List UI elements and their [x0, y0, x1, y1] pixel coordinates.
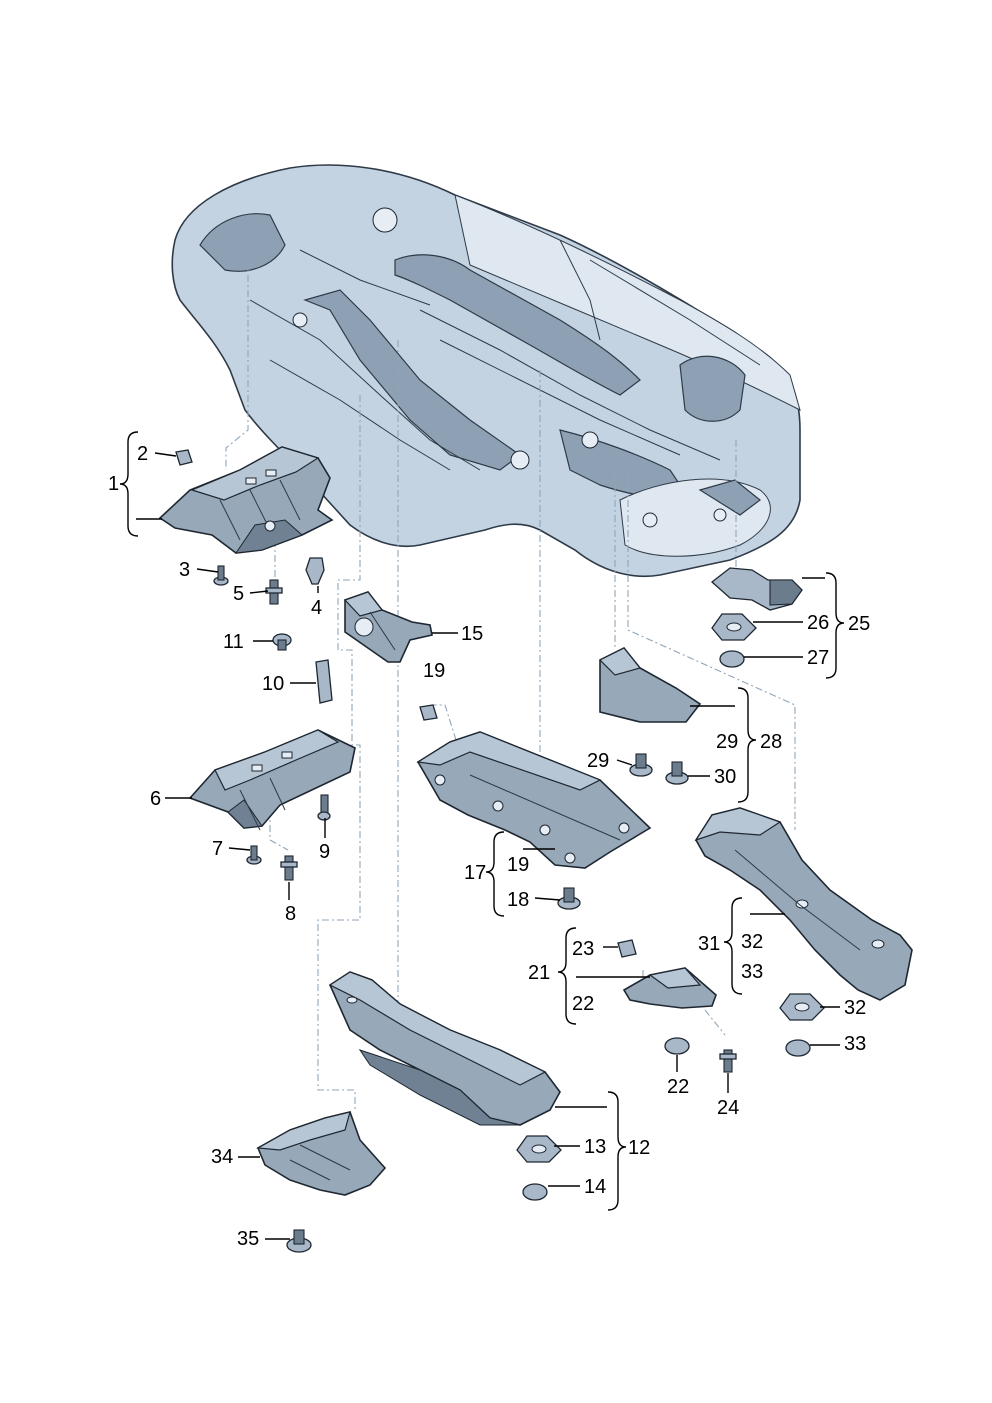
dashed-leaders [225, 230, 796, 1110]
callout-33: 33 [844, 1033, 866, 1055]
retainer-26 [711, 613, 757, 641]
callout-18: 18 [507, 889, 529, 911]
nut-35 [286, 1229, 312, 1253]
callout-10: 10 [262, 673, 284, 695]
callout-26: 26 [807, 612, 829, 634]
callout-2: 2 [137, 443, 148, 465]
brace-group-12 [607, 1091, 627, 1211]
heat-shield-15 [343, 591, 433, 663]
bolt-8 [280, 855, 298, 881]
washer-22 [664, 1037, 690, 1055]
callout-22-group: 22 [572, 993, 594, 1015]
expanding-clip-4 [305, 557, 325, 585]
callout-labels: 1 2 3 4 5 6 7 8 9 10 11 12 13 14 15 17 1… [108, 443, 870, 1250]
callout-19-lower: 19 [507, 854, 529, 876]
leader-lines [136, 452, 840, 1240]
callout-6: 6 [150, 788, 161, 810]
bolt-24 [719, 1049, 737, 1073]
brace-group-28 [737, 687, 757, 803]
callout-1: 1 [108, 473, 119, 495]
callout-29: 29 [587, 750, 609, 772]
front-underbody-guard-1 [158, 446, 334, 554]
rear-shield-28 [598, 646, 702, 723]
callout-12: 12 [628, 1137, 650, 1159]
bolt-9 [317, 794, 331, 821]
callout-3: 3 [179, 559, 190, 581]
callout-25: 25 [848, 613, 870, 635]
vehicle-underbody [171, 164, 801, 578]
callout-27: 27 [807, 647, 829, 669]
side-shield-12 [328, 971, 561, 1126]
bracket-25 [710, 567, 803, 611]
callout-31: 31 [698, 933, 720, 955]
brace-group-1 [119, 431, 139, 537]
callout-14: 14 [584, 1176, 606, 1198]
callout-8: 8 [285, 903, 296, 925]
clip-19 [419, 704, 438, 721]
shield-21 [622, 967, 717, 1009]
rear-long-shield-31 [694, 807, 913, 1001]
callout-35: 35 [237, 1228, 259, 1250]
callout-7: 7 [212, 838, 223, 860]
callout-33-group: 33 [741, 961, 763, 983]
callout-5: 5 [233, 583, 244, 605]
bolt-11 [272, 633, 292, 651]
callout-24: 24 [717, 1097, 739, 1119]
callout-22: 22 [667, 1076, 689, 1098]
washer-33 [785, 1039, 811, 1057]
nut-30 [665, 761, 689, 785]
washer-14 [522, 1183, 548, 1201]
callout-13: 13 [584, 1136, 606, 1158]
spacer-10 [315, 659, 333, 704]
tunnel-shield-17 [416, 731, 652, 869]
callout-17: 17 [464, 862, 486, 884]
callout-30: 30 [714, 766, 736, 788]
callout-32-group: 32 [741, 931, 763, 953]
clip-23 [617, 939, 637, 958]
screw-3 [213, 565, 229, 586]
grouping-braces [119, 431, 845, 1211]
rear-guard-34 [256, 1111, 387, 1196]
callout-32: 32 [844, 997, 866, 1019]
clip-2 [175, 449, 193, 466]
nut-29 [629, 753, 653, 777]
callout-34: 34 [211, 1146, 233, 1168]
brace-group-21 [557, 927, 577, 1025]
callout-28: 28 [760, 731, 782, 753]
callout-21: 21 [528, 962, 550, 984]
callout-4: 4 [311, 597, 322, 619]
brace-group-17 [485, 831, 505, 917]
nut-18 [557, 887, 581, 910]
bolt-5 [265, 579, 283, 605]
retainer-32 [779, 993, 825, 1021]
brace-group-25 [825, 572, 845, 679]
underbody-guard-6 [188, 729, 356, 831]
retainer-13 [516, 1135, 562, 1163]
washer-27 [719, 650, 745, 668]
callout-23: 23 [572, 938, 594, 960]
callout-29-group: 29 [716, 731, 738, 753]
callout-11: 11 [223, 631, 244, 653]
callout-9: 9 [319, 841, 330, 863]
callout-15: 15 [461, 623, 483, 645]
brace-group-31 [723, 897, 743, 995]
callout-19-upper: 19 [423, 660, 445, 682]
screw-7 [246, 845, 262, 865]
